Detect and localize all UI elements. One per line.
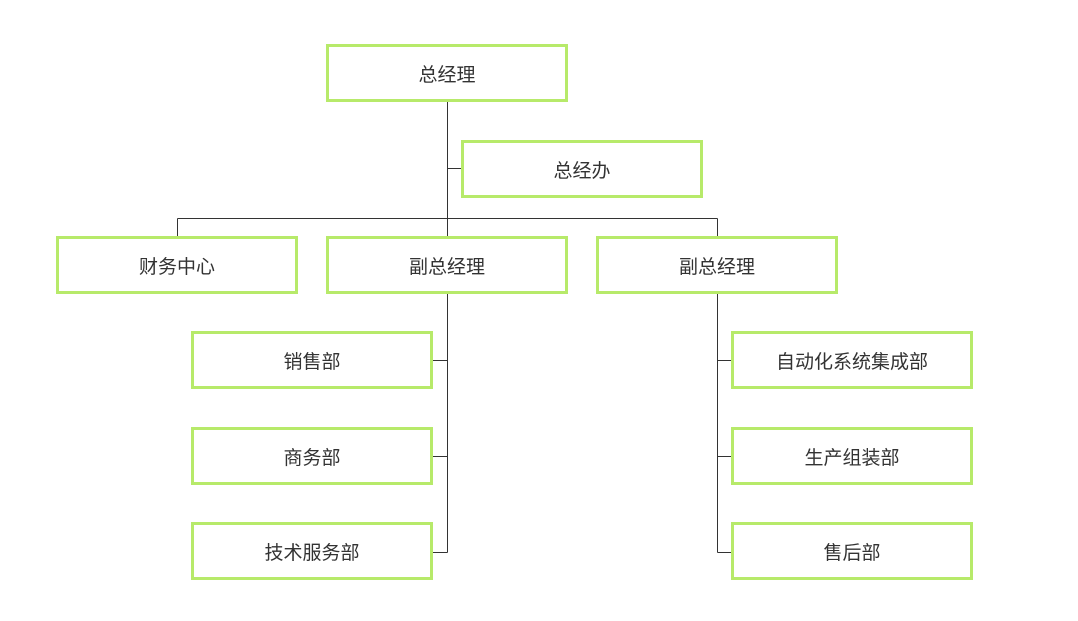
node-vp-left: 副总经理 bbox=[326, 236, 568, 294]
node-production-dept: 生产组装部 bbox=[731, 427, 973, 485]
node-tech-service-dept: 技术服务部 bbox=[191, 522, 433, 580]
node-automation-dept: 自动化系统集成部 bbox=[731, 331, 973, 389]
node-label: 副总经理 bbox=[678, 255, 755, 278]
node-label: 副总经理 bbox=[408, 255, 485, 278]
node-label: 售后部 bbox=[823, 541, 881, 564]
node-label: 自动化系统集成部 bbox=[775, 350, 928, 373]
node-vp-right: 副总经理 bbox=[596, 236, 838, 294]
node-after-sales-dept: 售后部 bbox=[731, 522, 973, 580]
node-label: 商务部 bbox=[283, 446, 341, 469]
node-commerce-dept: 商务部 bbox=[191, 427, 433, 485]
node-label: 销售部 bbox=[283, 350, 341, 373]
node-general-manager: 总经理 bbox=[326, 44, 568, 102]
node-label: 财务中心 bbox=[138, 255, 215, 278]
node-sales-dept: 销售部 bbox=[191, 331, 433, 389]
node-label: 生产组装部 bbox=[804, 446, 900, 469]
node-finance-center: 财务中心 bbox=[56, 236, 298, 294]
node-gm-office: 总经办 bbox=[461, 140, 703, 198]
node-label: 总经理 bbox=[418, 63, 476, 86]
node-label: 技术服务部 bbox=[264, 541, 360, 564]
node-label: 总经办 bbox=[553, 159, 611, 182]
